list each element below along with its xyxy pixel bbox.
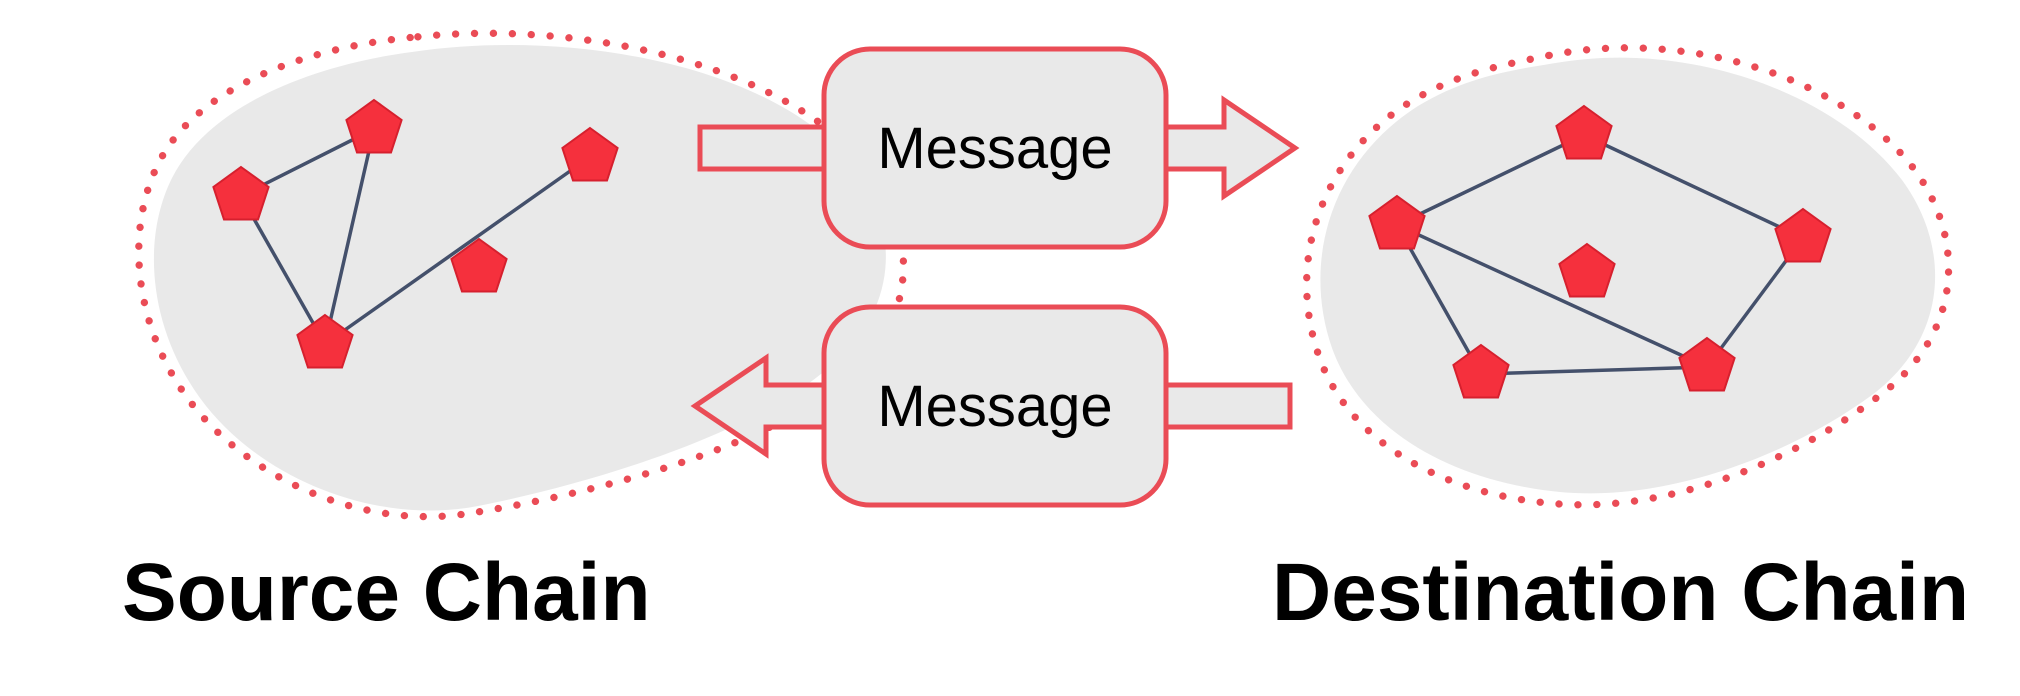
network-edge	[239, 195, 327, 345]
destination-network-edges	[1395, 133, 1805, 376]
source-chain-dotted-border	[135, 29, 907, 521]
network-edge	[1583, 133, 1804, 240]
source-chain-network	[135, 29, 907, 521]
message-box-bottom	[821, 304, 1169, 508]
arrow-shaft-left	[697, 124, 843, 172]
message-box-top	[821, 46, 1169, 250]
destination-chain-network	[1303, 44, 1953, 509]
network-edge	[1396, 133, 1585, 227]
message-label-bottom: Message	[877, 374, 1112, 439]
destination-chain-label: Destination Chain	[1272, 547, 1969, 638]
network-edge	[1395, 224, 1483, 375]
destination-chain-blob	[1320, 57, 1936, 494]
network-edge	[1480, 365, 1708, 376]
network-edge	[323, 155, 592, 346]
arrow-shaft-right	[1147, 382, 1293, 430]
network-edge	[1396, 223, 1708, 369]
source-network-edges	[239, 127, 592, 346]
source-chain-blob	[153, 45, 886, 511]
source-chain-label: Source Chain	[122, 547, 651, 638]
arrow-right-icon	[1155, 95, 1300, 201]
network-edge	[323, 128, 376, 345]
message-label-top: Message	[877, 116, 1112, 181]
message-flow-top: Message	[697, 46, 1300, 250]
arrow-left-icon	[690, 353, 835, 459]
message-flow-bottom: Message	[690, 304, 1293, 508]
